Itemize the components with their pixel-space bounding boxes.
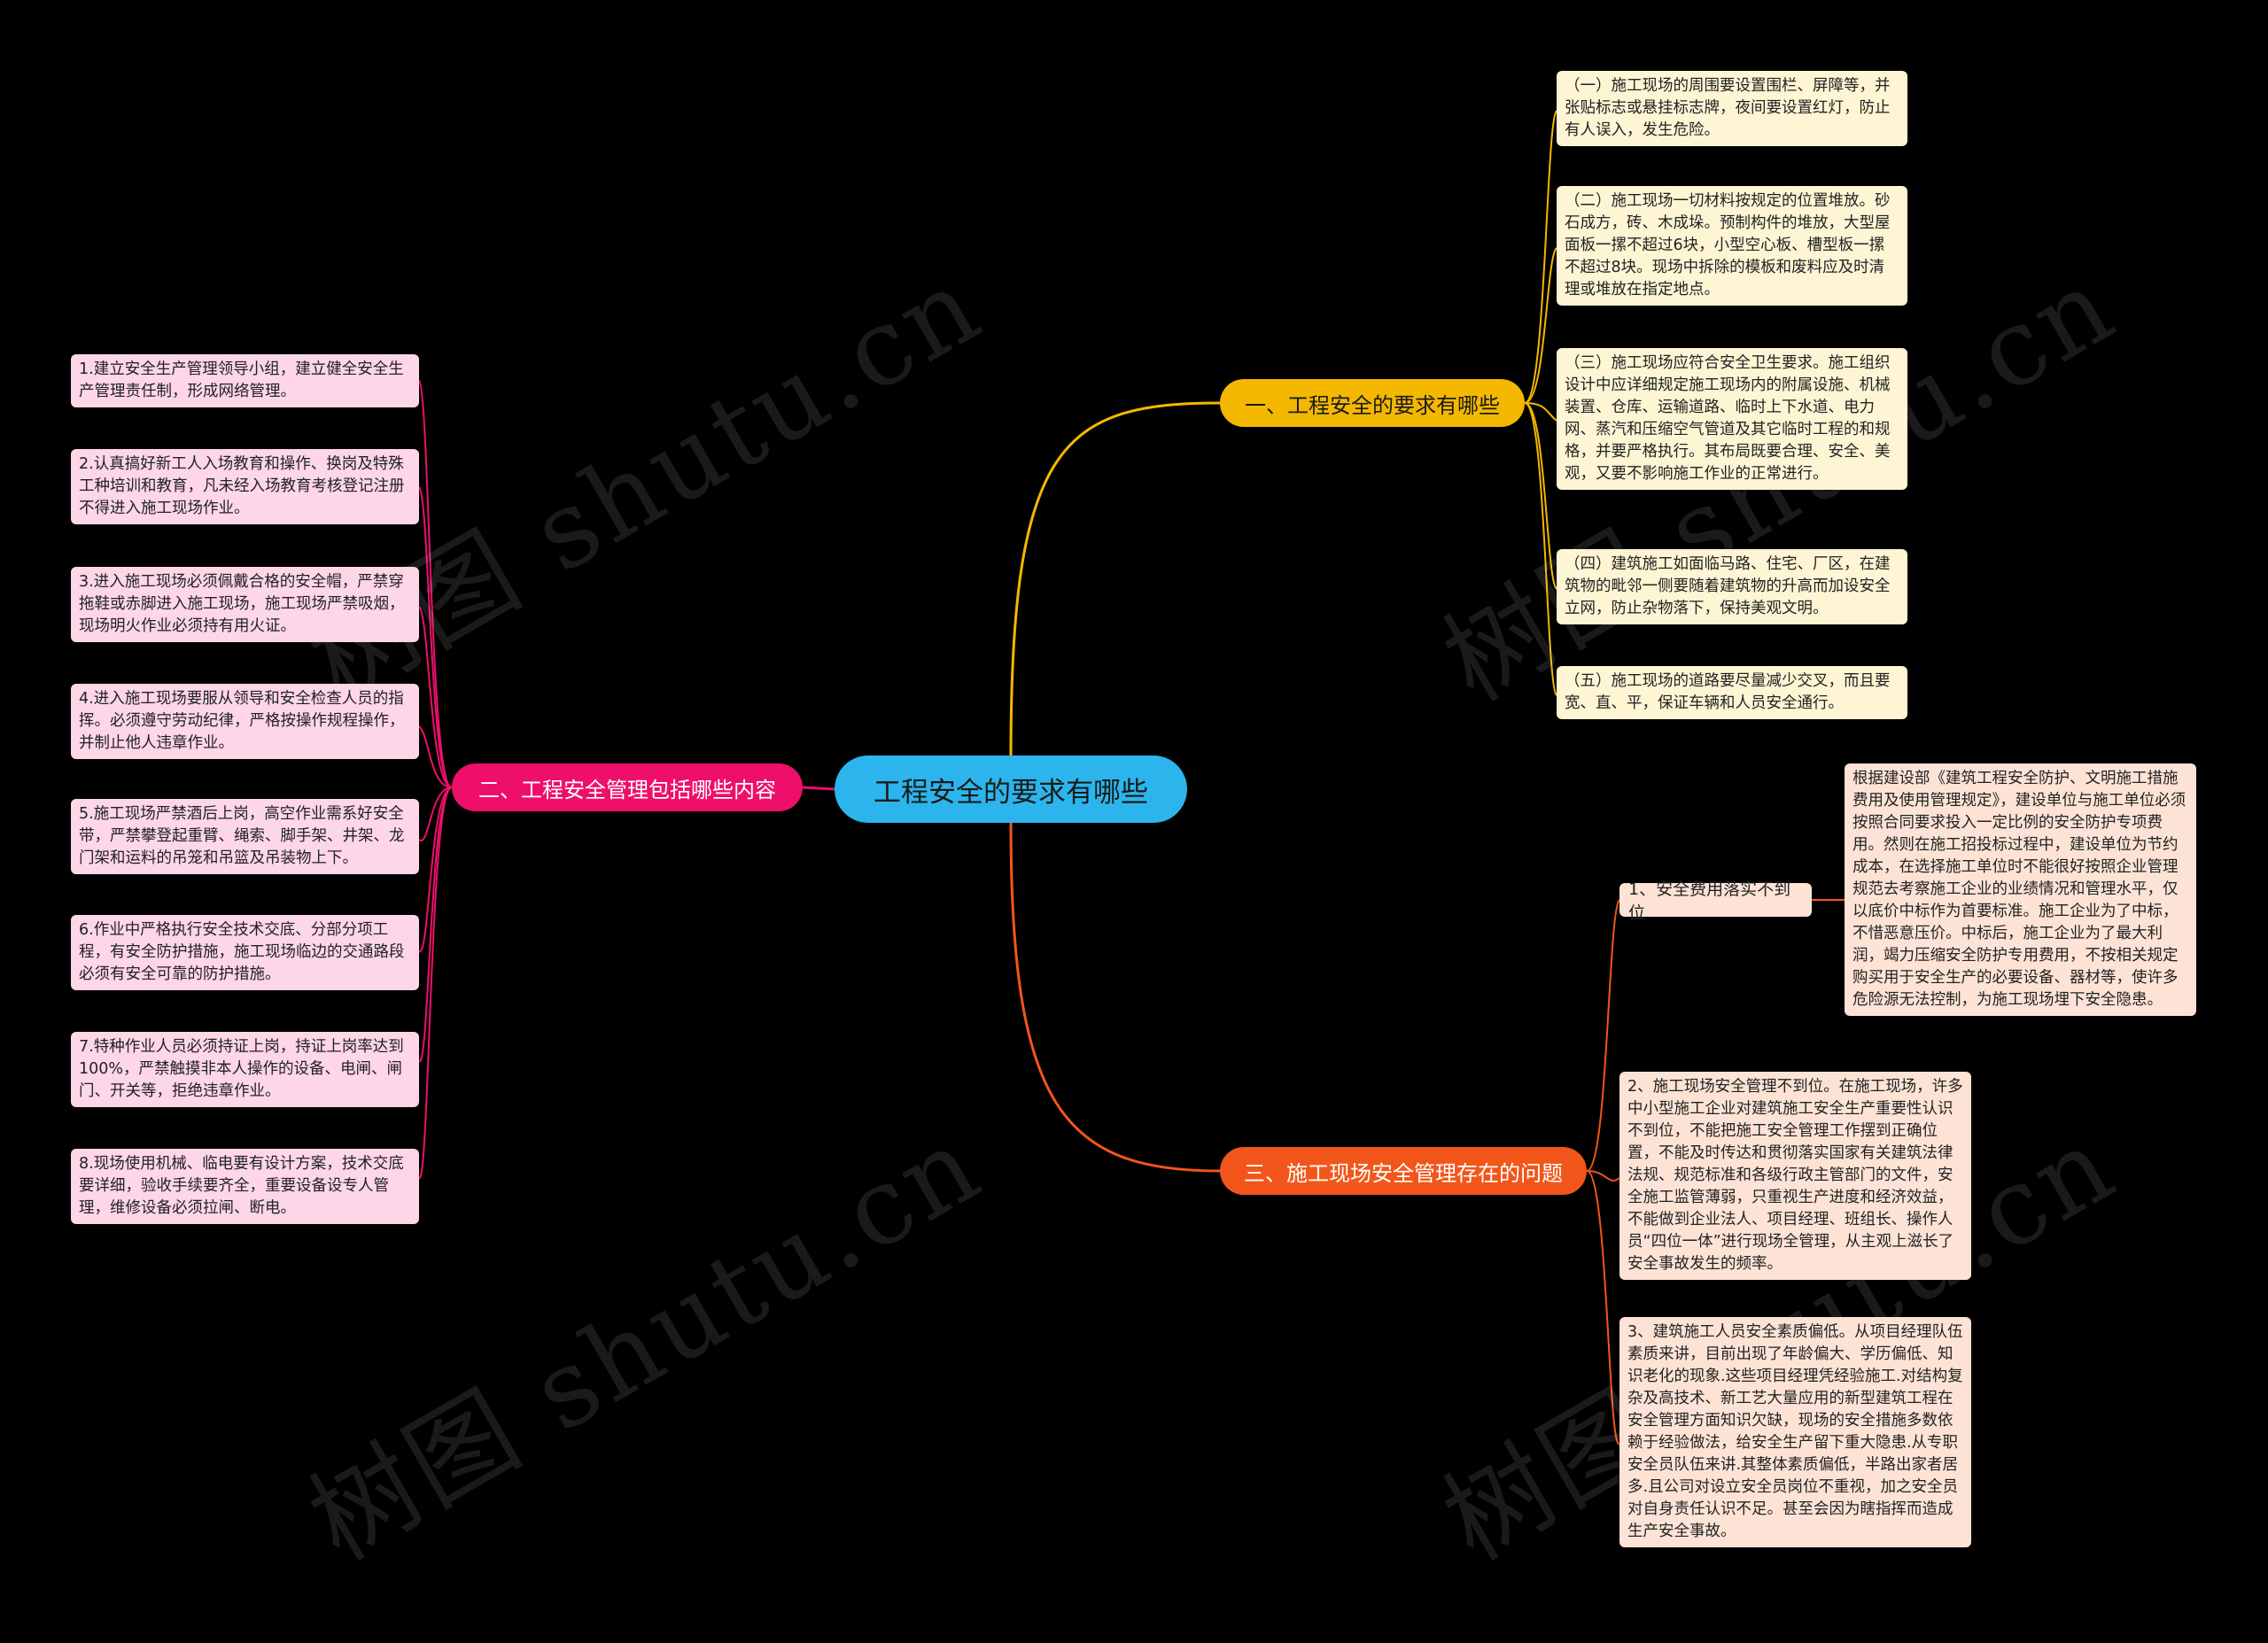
root-topic[interactable]: 工程安全的要求有哪些 <box>835 756 1187 823</box>
branch-site-management-problems[interactable]: 三、施工现场安全管理存在的问题 <box>1220 1147 1587 1195</box>
links-b3 <box>1586 899 1845 1445</box>
leaf-b2-4[interactable]: 4.进入施工现场要服从领导和安全检查人员的指挥。必须遵守劳动纪律，严格按操作规程… <box>71 684 419 759</box>
links-b1 <box>1524 110 1557 696</box>
leaf-b1-1[interactable]: （一）施工现场的周围要设置围栏、屏障等，并张贴标志或悬挂标志牌，夜间要设置红灯，… <box>1557 71 1907 146</box>
leaf-b2-7[interactable]: 7.特种作业人员必须持证上岗，持证上岗率达到100%，严禁触摸非本人操作的设备、… <box>71 1032 419 1107</box>
leaf-b1-4[interactable]: （四）建筑施工如面临马路、住宅、厂区，在建筑物的毗邻一侧要随着建筑物的升高而加设… <box>1557 549 1907 624</box>
leaf-b3-safety-cost-detail[interactable]: 根据建设部《建筑工程安全防护、文明施工措施费用及使用管理规定》，建设单位与施工单… <box>1845 763 2196 1016</box>
leaf-b2-3[interactable]: 3.进入施工现场必须佩戴合格的安全帽，严禁穿拖鞋或赤脚进入施工现场，施工现场严禁… <box>71 567 419 642</box>
leaf-b1-3[interactable]: （三）施工现场应符合安全卫生要求。施工组织设计中应详细规定施工现场内的附属设施、… <box>1557 348 1907 490</box>
link-root-b2 <box>802 786 835 791</box>
branch-safety-management-contents[interactable]: 二、工程安全管理包括哪些内容 <box>452 763 803 811</box>
leaf-b2-2[interactable]: 2.认真搞好新工人入场教育和操作、换岗及特殊工种培训和教育，凡未经入场教育考核登… <box>71 449 419 524</box>
leaf-b2-6[interactable]: 6.作业中严格执行安全技术交底、分部分项工程，有安全防护措施，施工现场临边的交通… <box>71 915 419 990</box>
link-root-b3 <box>1009 822 1221 1173</box>
leaf-b3-3[interactable]: 3、建筑施工人员安全素质偏低。从项目经理队伍素质来讲，目前出现了年龄偏大、学历偏… <box>1619 1317 1971 1547</box>
leaf-b2-5[interactable]: 5.施工现场严禁酒后上岗，高空作业需系好安全带，严禁攀登起重臂、绳索、脚手架、井… <box>71 799 419 874</box>
leaf-b2-1[interactable]: 1.建立安全生产管理领导小组，建立健全安全生产管理责任制，形成网络管理。 <box>71 354 419 407</box>
links-b2 <box>418 380 453 1180</box>
leaf-b1-2[interactable]: （二）施工现场一切材料按规定的位置堆放。砂石成方，砖、木成垛。预制构件的堆放，大… <box>1557 186 1907 306</box>
branch-safety-requirements[interactable]: 一、工程安全的要求有哪些 <box>1220 379 1525 427</box>
link-root-b1 <box>1009 401 1221 756</box>
leaf-b2-8[interactable]: 8.现场使用机械、临电要有设计方案，技术交底要详细，验收手续要齐全，重要设备设专… <box>71 1149 419 1224</box>
leaf-b1-5[interactable]: （五）施工现场的道路要尽量减少交叉，而且要宽、直、平，保证车辆和人员安全通行。 <box>1557 666 1907 719</box>
leaf-b3-2[interactable]: 2、施工现场安全管理不到位。在施工现场，许多中小型施工企业对建筑施工安全生产重要… <box>1619 1072 1971 1280</box>
sub-topic-safety-cost[interactable]: 1、安全费用落实不到位 <box>1619 880 1812 923</box>
